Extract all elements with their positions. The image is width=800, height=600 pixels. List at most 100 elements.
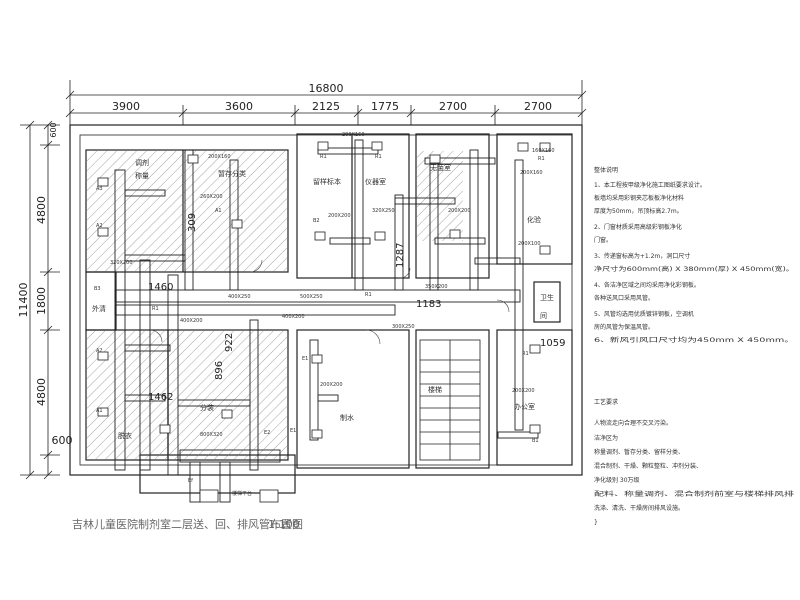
notes-line-11: 房的风管为保温风管。 [594,323,654,331]
room-label-office: 办公室 [514,402,535,411]
duct-label-320x200: 320X200 [110,260,133,266]
tag-e1: E1 [302,356,308,362]
internal-dim-1183: 1183 [416,299,441,310]
building-walls [69,124,583,494]
internal-dim-309: 309 [187,213,198,232]
tag-e1-b: E1 [290,428,296,434]
process-line-4: 混合制剂、干燥、颗粒整粒、冲剂分装、 [594,462,702,470]
room-label-undress: 脱衣 [118,431,132,440]
tag-ef: Ef [188,478,193,484]
left-dim-5: 600 [52,434,73,447]
process-line-1: 人物流走向合理不交叉污染。 [594,419,672,427]
duct-label-320x250: 320X250 [372,208,395,214]
duct-label-200x160-a: 200X160 [208,154,231,160]
room-label-water: 制水 [340,413,354,422]
tag-r1-2: R1 [375,154,382,160]
internal-dim-922: 922 [224,333,235,352]
room-label-room: 间 [540,312,547,320]
process-line-2: 洁净区为 [594,434,618,442]
top-dim-5: 2700 [439,100,467,113]
duct-label-160x160: 160X160 [532,148,555,154]
duct-label-200x160-b: 200X160 [342,132,365,138]
tag-r1-5: R1 [538,156,545,162]
notes-line-5: 门窗。 [594,236,612,244]
top-dim-3: 2125 [312,100,340,113]
stair-platform-label: 楼梯平台 [232,490,252,497]
duct-label-800x320: 800X320 [200,432,223,438]
room-label-weighing: 称量 [135,171,149,180]
notes-line-6: 3、传递窗标高为+1.2m，洞口尺寸 [594,252,690,260]
process-line-5: 净化级别 30万级 [594,476,640,484]
room-label-storage: 暂存分类 [218,169,246,178]
duct-label-400x250: 400X250 [228,294,251,300]
top-dim-6: 2700 [524,100,552,113]
left-dim-1: 600 [49,122,58,137]
top-dim-2: 3600 [225,100,253,113]
notes-line-8: 4、各洁净区域之间均采用净化彩钢板。 [594,281,700,289]
room-label-instrument: 仪器室 [365,177,386,186]
duct-label-200x200-c: 200X200 [320,382,343,388]
duct-label-200x200-a: 200X200 [328,213,351,219]
duct-label-200x160-c: 200X160 [520,170,543,176]
duct-label-400x200-b: 400X200 [180,318,203,324]
internal-dim-1287: 1287 [395,243,406,268]
tag-r1-4: R1 [365,292,372,298]
notes-line-9: 各种送风口采用风管。 [594,294,654,302]
process-line-6: 配料、称量调剂、混合制剂前室与楼梯排风排 [594,490,794,498]
staircase [419,339,481,461]
room-label-packing: 分装 [200,403,214,412]
tag-b1: B1 [532,438,539,444]
duct-label-400x200-a: 400X200 [282,314,305,320]
internal-dim-1460: 1460 [148,282,173,293]
duct-network [114,139,539,503]
room-label-toilet: 卫生 [540,293,554,302]
room-label-outer-wash: 外清 [92,304,106,313]
duct-label-300x250: 300X250 [392,324,415,330]
duct-label-200x100: 200X100 [518,241,541,247]
internal-dim-896: 896 [214,361,225,380]
top-dim-1: 3900 [112,100,140,113]
tag-e2: E2 [264,430,270,436]
drawing-caption: 吉林儿童医院制剂室二层送、回、排风管布置图 [72,517,303,531]
notes-line-12: 6、新风引风口尺寸均为450mm X 450mm。 [594,336,794,344]
duct-label-500x250: 500X250 [300,294,323,300]
tag-r1-6: R1 [522,351,529,357]
tag-b3: B3 [94,286,101,292]
duct-size-labels: 200X160 200X160 200X160 160X160 320X250 … [110,132,555,438]
notes-line-3: 厚度为50mm，吊顶标高2.7m。 [594,207,683,215]
notes-title: 整体说明 [594,166,618,174]
notes-line-4: 2、门窗材质采用高级彩钢板净化 [594,223,682,231]
room-label-stairs: 楼梯 [428,385,442,394]
notes-line-1: 1、本工程按甲级净化施工图纸要求设计。 [594,181,706,189]
overall-width-label: 16800 [309,82,344,95]
left-dim-4: 4800 [35,378,48,406]
room-label-dispensing: 调剂 [135,158,149,167]
tag-r1-1: R1 [320,154,327,160]
clean-zone-hatching [87,151,463,459]
tag-a1-lower: A1 [96,408,103,414]
left-dimension-chain [20,120,60,480]
notes-line-7: 净尺寸为600mm(高) X 380mm(厚) X 450mm(宽)。 [594,265,794,273]
top-dim-4: 1775 [371,100,399,113]
internal-dim-1462: 1462 [148,392,173,403]
top-dimension-chain [65,80,587,125]
air-outlets [97,141,551,503]
notes-line-2: 板墙均采用彩钢夹芯板板净化材料 [594,194,684,202]
process-line-8: } [594,519,598,526]
duct-label-350x200: 350X200 [425,284,448,290]
tag-r1-3: R1 [152,306,159,312]
process-title: 工艺要求 [594,398,618,406]
tag-a1: A1 [215,208,222,214]
overall-height-label: 11400 [17,283,30,318]
process-line-3: 称量调剂、暂存分类、留样分类、 [594,448,684,456]
tag-a3: A3 [96,186,103,192]
tag-a2-lower: A2 [96,348,103,354]
duct-label-260x200: 260X200 [200,194,223,200]
duct-label-200x200-d: 200X200 [512,388,535,394]
room-label-sterile: 无菌室 [430,163,451,172]
notes-line-10: 5、风管均选用优质镀锌钢板，空调机 [594,310,694,318]
door-swings [149,259,510,345]
duct-label-200x200-b: 200X200 [448,208,471,214]
drawing-scale: 1:100 [268,518,300,531]
